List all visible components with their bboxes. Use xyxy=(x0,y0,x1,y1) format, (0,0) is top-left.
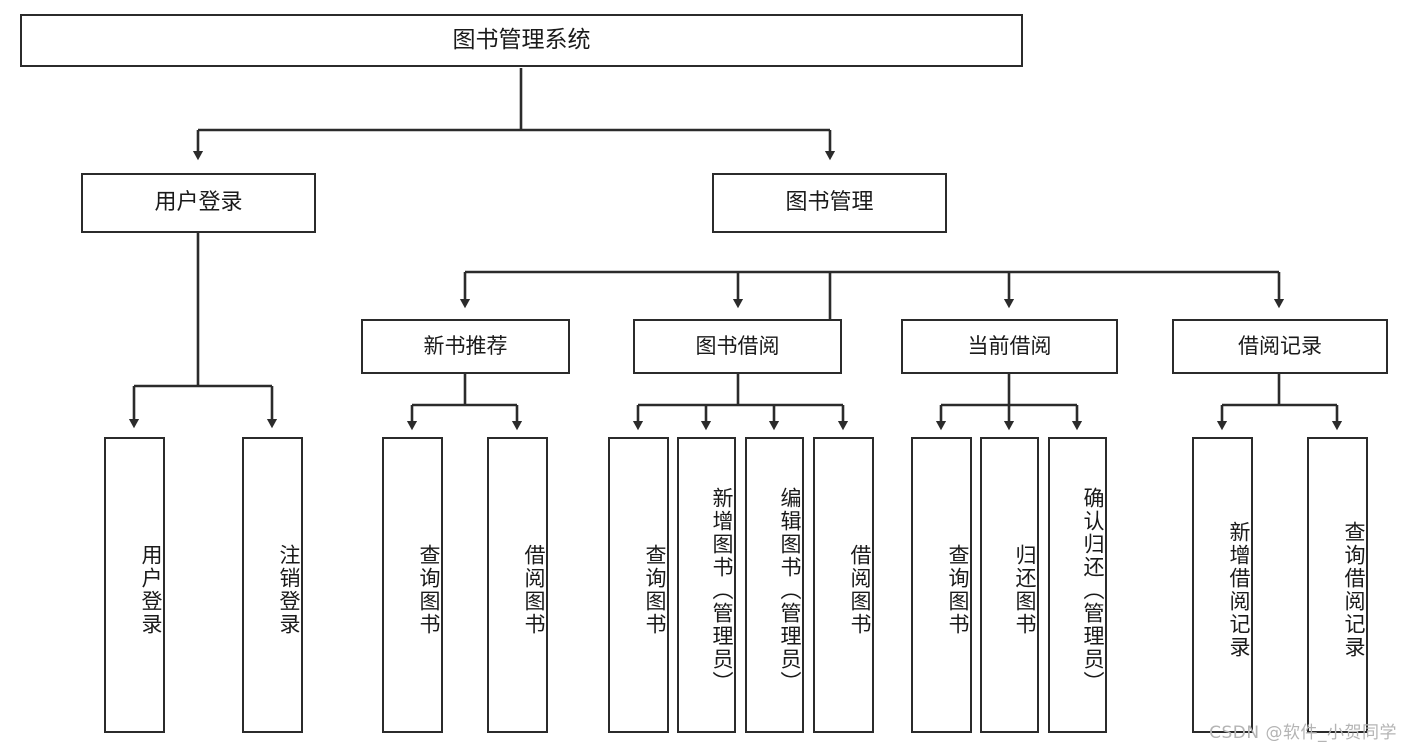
leaf-borrow-record-query-record[interactable]: 查询借阅记录 xyxy=(1307,437,1368,733)
node-label: 新书推荐 xyxy=(423,334,508,359)
node-label: 查询借阅记录 xyxy=(1342,521,1366,659)
node-label: 图书借阅 xyxy=(695,334,780,359)
node-label: 当前借阅 xyxy=(967,334,1052,359)
leaf-book-borrow-query-book[interactable]: 查询图书 xyxy=(608,437,669,733)
node-label: 用户登录 xyxy=(139,544,163,636)
node-label: 用户登录 xyxy=(154,190,243,216)
leaf-book-borrow-add-book-admin[interactable]: 新增图书（管理员） xyxy=(677,437,736,733)
node-label: 注销登录 xyxy=(277,544,301,636)
leaf-new-book-borrow-book[interactable]: 借阅图书 xyxy=(487,437,548,733)
node-book-borrow[interactable]: 图书借阅 xyxy=(633,319,842,374)
node-label: 图书管理系统 xyxy=(452,26,591,53)
leaf-current-borrow-query-book[interactable]: 查询图书 xyxy=(911,437,972,733)
node-new-book-recommend[interactable]: 新书推荐 xyxy=(361,319,570,374)
leaf-new-book-query-book[interactable]: 查询图书 xyxy=(382,437,443,733)
node-label: 借阅图书 xyxy=(848,544,872,636)
node-user-login[interactable]: 用户登录 xyxy=(81,173,316,233)
node-label: 新增借阅记录 xyxy=(1227,521,1251,659)
node-label: 编辑图书（管理员） xyxy=(778,486,802,694)
node-label: 查询图书 xyxy=(643,544,667,636)
node-label: 查询图书 xyxy=(417,544,441,636)
node-label: 图书管理 xyxy=(785,190,874,216)
leaf-book-borrow-edit-book-admin[interactable]: 编辑图书（管理员） xyxy=(745,437,804,733)
node-label: 确认归还（管理员） xyxy=(1081,486,1105,694)
node-root-book-management-system[interactable]: 图书管理系统 xyxy=(20,14,1023,67)
node-label: 归还图书 xyxy=(1013,544,1037,636)
node-label: 借阅记录 xyxy=(1238,334,1322,359)
leaf-user-login-logout[interactable]: 注销登录 xyxy=(242,437,303,733)
watermark: CSDN @软件_小贺同学 xyxy=(1209,723,1397,743)
node-label: 借阅图书 xyxy=(522,544,546,636)
node-current-borrow[interactable]: 当前借阅 xyxy=(901,319,1118,374)
node-book-management[interactable]: 图书管理 xyxy=(712,173,947,233)
leaf-book-borrow-borrow-book[interactable]: 借阅图书 xyxy=(813,437,874,733)
leaf-current-borrow-return-book[interactable]: 归还图书 xyxy=(980,437,1039,733)
leaf-borrow-record-add-record[interactable]: 新增借阅记录 xyxy=(1192,437,1253,733)
node-label: 新增图书（管理员） xyxy=(710,486,734,694)
node-borrow-record[interactable]: 借阅记录 xyxy=(1172,319,1388,374)
node-label: 查询图书 xyxy=(946,544,970,636)
leaf-user-login-login[interactable]: 用户登录 xyxy=(104,437,165,733)
leaf-current-borrow-confirm-return-admin[interactable]: 确认归还（管理员） xyxy=(1048,437,1107,733)
